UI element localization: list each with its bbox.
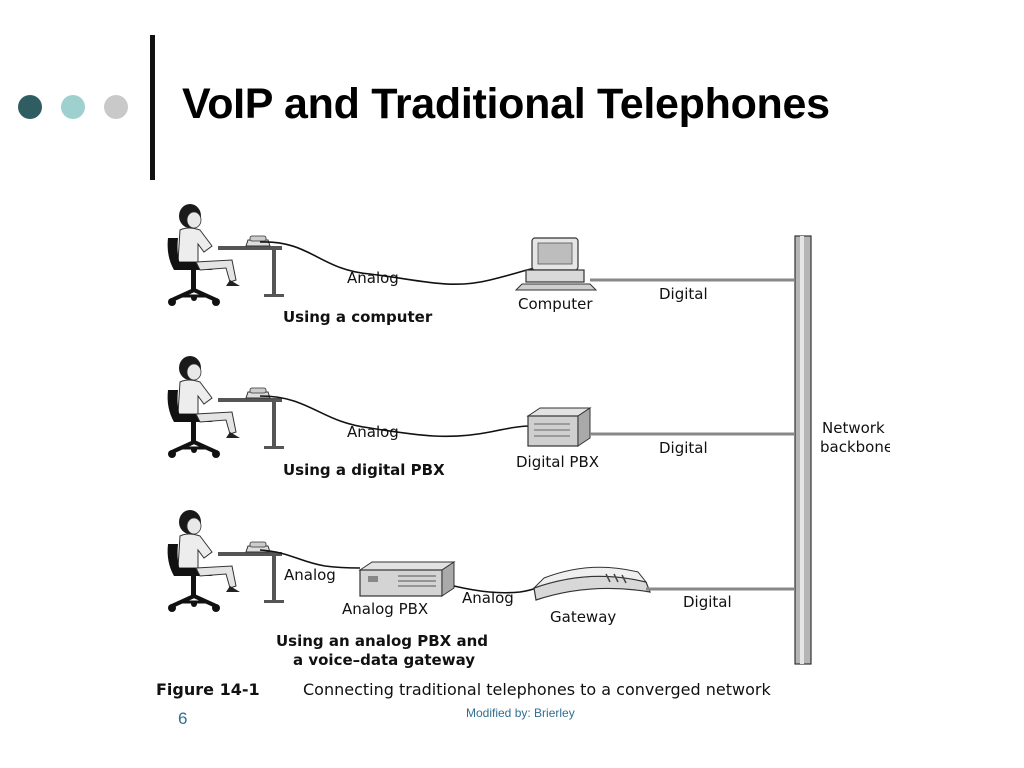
analog-line xyxy=(259,549,361,569)
user-at-desk-figure xyxy=(165,508,286,614)
row-caption-line1: Using an analog PBX and xyxy=(276,632,488,650)
gateway-icon xyxy=(533,566,651,601)
row-caption: Using a computer xyxy=(283,308,433,326)
slide-number: 6 xyxy=(178,709,188,728)
digital-pbx-icon xyxy=(526,407,592,447)
figure-caption: Connecting traditional telephones to a c… xyxy=(303,680,771,699)
device-label: Computer xyxy=(518,295,593,313)
bullet-dot-dark xyxy=(18,95,42,119)
backbone-label-line2: backbone xyxy=(820,438,890,456)
computer-icon xyxy=(514,237,598,291)
figure-number: Figure 14-1 xyxy=(156,680,260,699)
analog-pbx-icon xyxy=(358,561,456,597)
bullet-dot-teal xyxy=(61,95,85,119)
voip-diagram: Network backbone Analog Computer Digital… xyxy=(156,202,890,699)
analog-line xyxy=(259,395,531,438)
user-at-desk-figure xyxy=(165,202,286,308)
digital-label: Digital xyxy=(659,439,708,457)
analog-label-1: Analog xyxy=(284,566,336,584)
row-caption: Using a digital PBX xyxy=(283,461,445,479)
title-divider xyxy=(150,35,155,180)
bullet-dot-grey xyxy=(104,95,128,119)
user-at-desk-figure xyxy=(165,354,286,460)
analog-label-2: Analog xyxy=(462,589,514,607)
analog-label: Analog xyxy=(347,269,399,287)
slide-title: VoIP and Traditional Telephones xyxy=(182,80,830,128)
device-label: Digital PBX xyxy=(516,453,599,471)
digital-label: Digital xyxy=(659,285,708,303)
device-label-2: Gateway xyxy=(550,608,616,626)
device-label-1: Analog PBX xyxy=(342,600,428,618)
analog-label: Analog xyxy=(347,423,399,441)
backbone-label-line1: Network xyxy=(822,419,885,437)
analog-line xyxy=(259,241,536,286)
row-caption-line2: a voice–data gateway xyxy=(293,651,475,669)
digital-label: Digital xyxy=(683,593,732,611)
footer-credit: Modified by: Brierley xyxy=(466,706,575,720)
